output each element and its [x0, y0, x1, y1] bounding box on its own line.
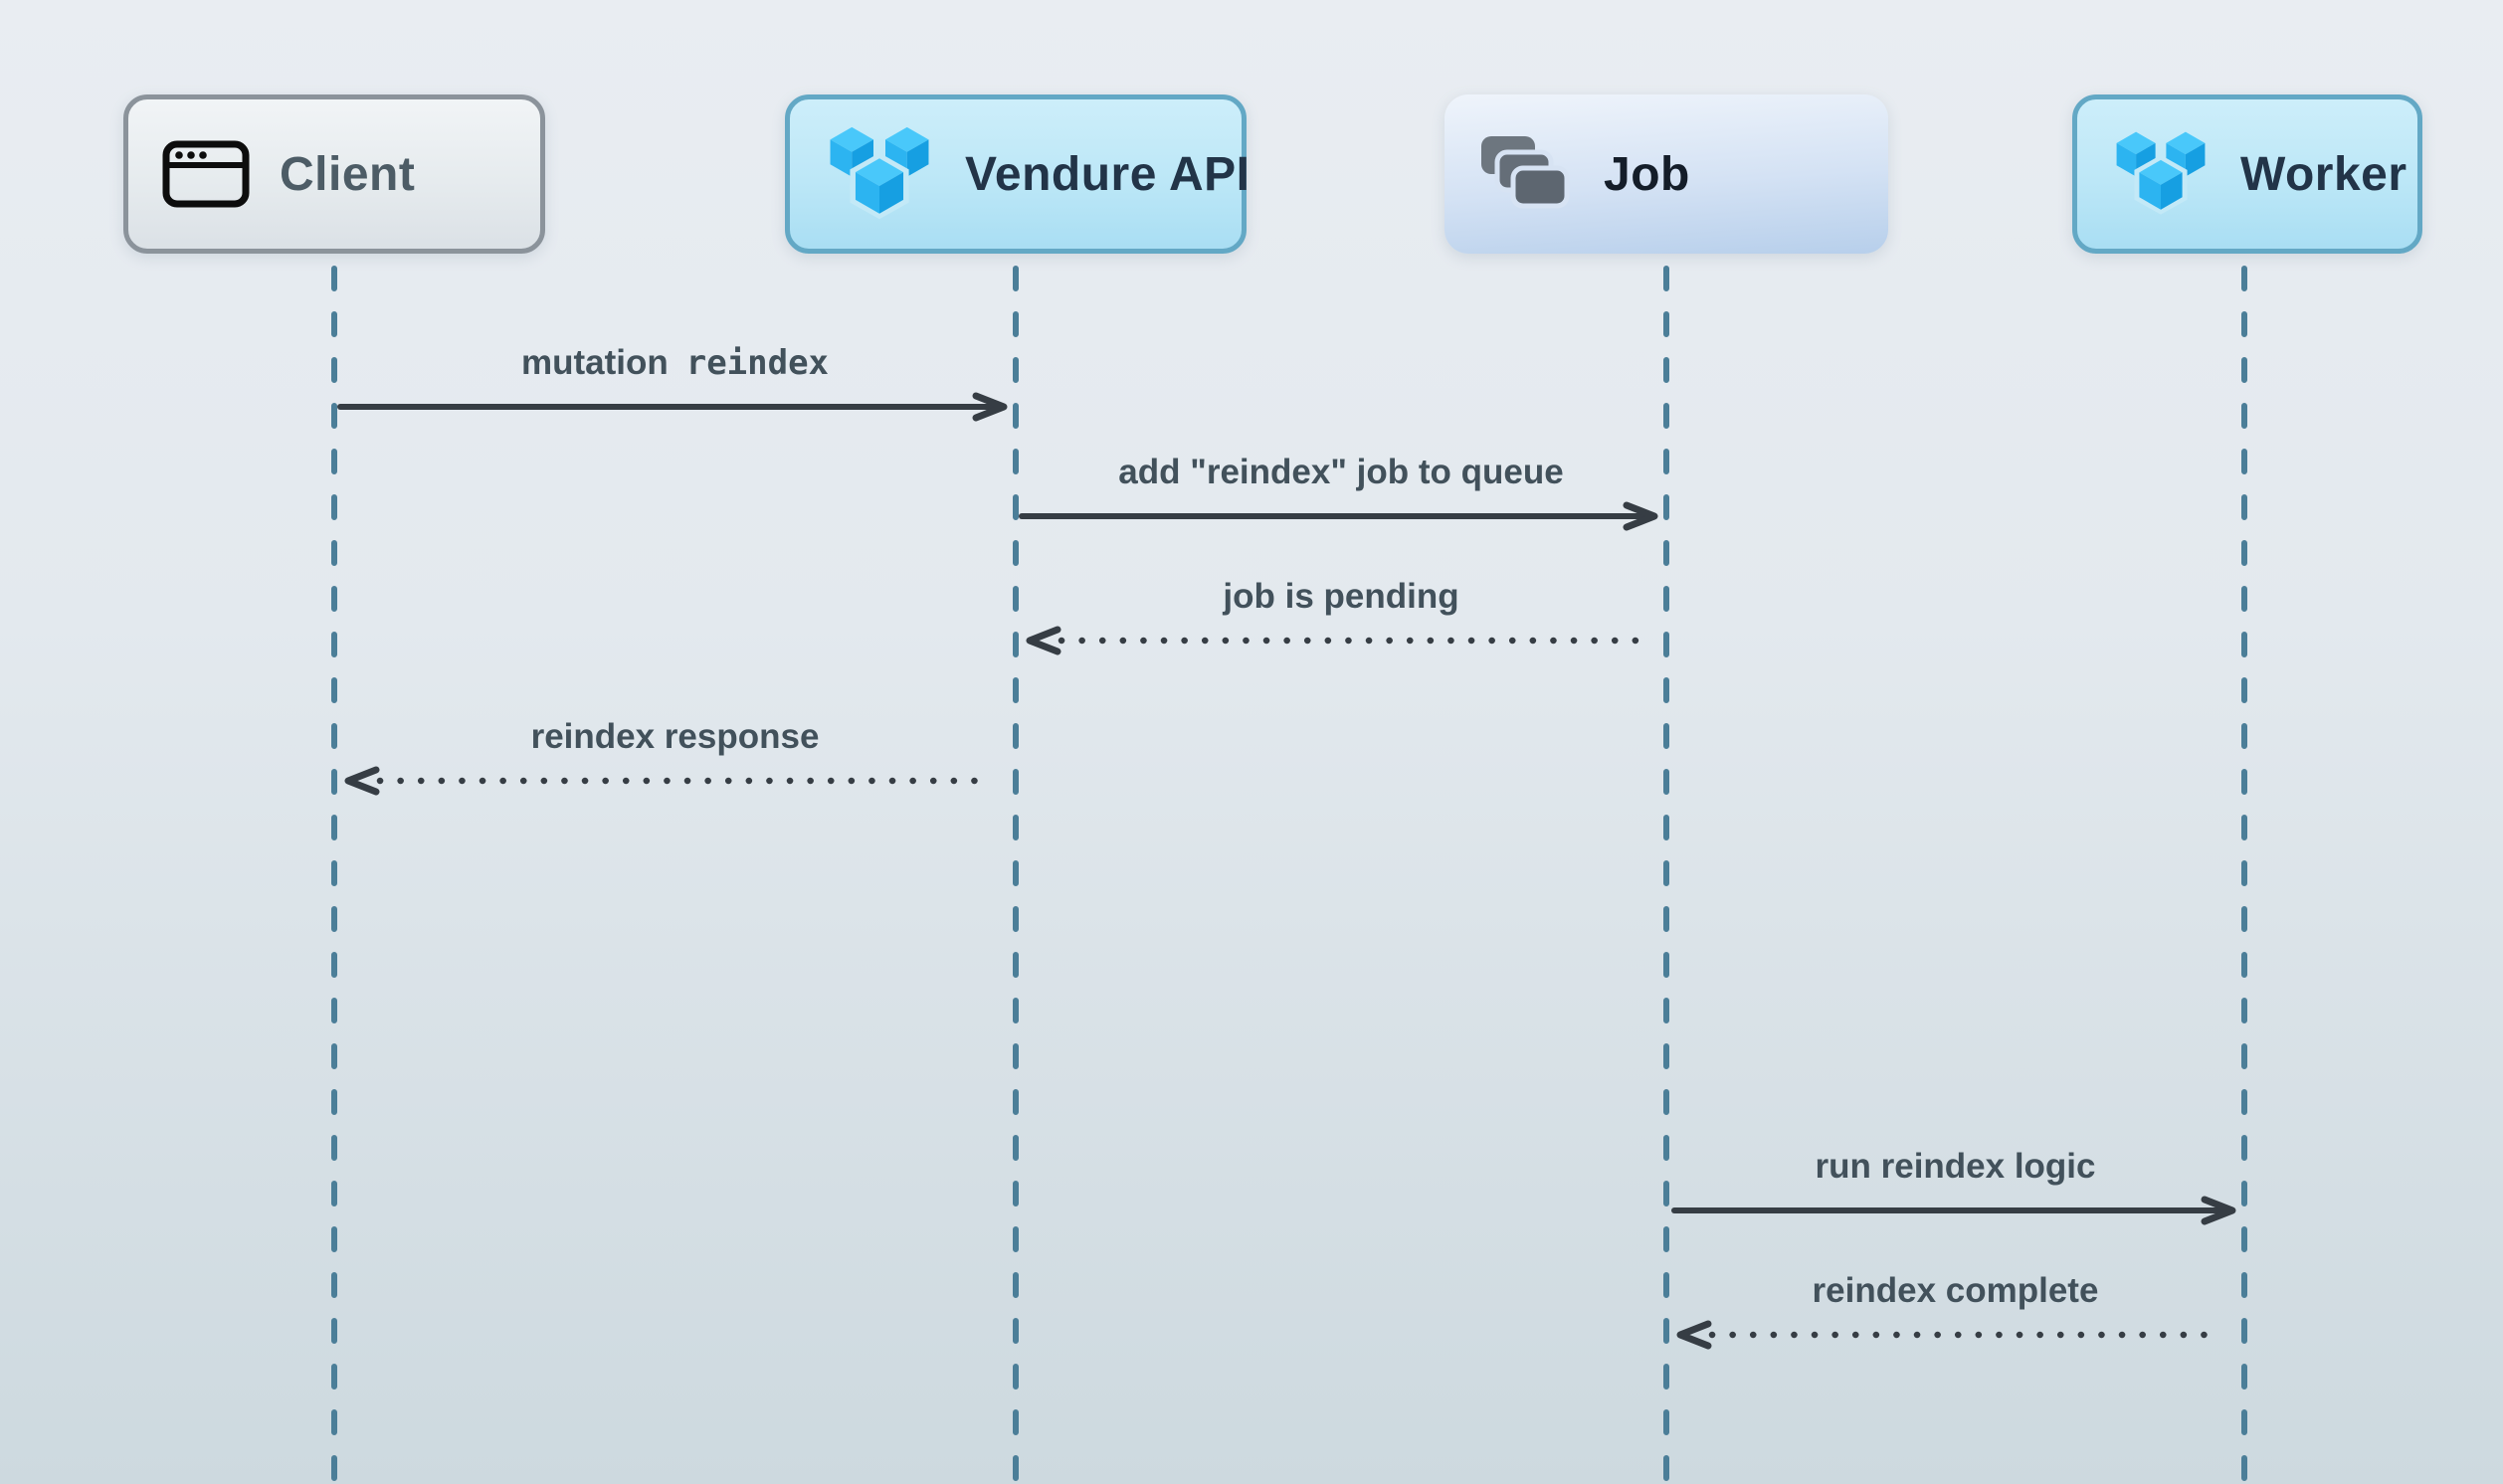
dotted-arrow-left-icon: [1676, 1320, 2226, 1350]
actor-label-worker: Worker: [2240, 147, 2407, 201]
message-reindex-response: reindex response: [334, 715, 1016, 797]
message-job-is-pending: job is pending: [1016, 575, 1666, 656]
dotted-arrow-left-icon: [344, 766, 998, 796]
stacked-cards-icon: [1481, 136, 1570, 209]
actor-label-job: Job: [1604, 147, 1690, 201]
actor-label-client: Client: [280, 147, 416, 201]
solid-arrow-right-icon: [1671, 1196, 2236, 1225]
solid-arrow-right-icon: [337, 392, 1008, 422]
actor-box-vendure-api: Vendure API: [785, 94, 1251, 254]
inline-code: reindex: [685, 343, 830, 383]
message-label: reindex complete: [1812, 1271, 2099, 1310]
message-add-job-to-queue: add "reindex" job to queue: [1016, 451, 1666, 532]
actor-label-vendure-api: Vendure API: [965, 147, 1251, 201]
actor-box-worker: Worker: [2072, 94, 2422, 254]
message-label: run reindex logic: [1815, 1147, 2096, 1186]
message-label: add "reindex" job to queue: [1118, 453, 1564, 491]
message-label: job is pending: [1223, 577, 1459, 616]
vendure-logo-icon: [2116, 131, 2206, 215]
actor-box-job: Job: [1444, 94, 1888, 254]
message-reindex-complete: reindex complete: [1666, 1269, 2244, 1351]
dotted-arrow-left-icon: [1026, 626, 1648, 655]
message-label: reindex response: [530, 717, 820, 756]
solid-arrow-right-icon: [1019, 501, 1658, 531]
message-run-reindex-logic: run reindex logic: [1666, 1145, 2244, 1226]
vendure-logo-icon: [830, 126, 929, 220]
browser-window-icon: [162, 140, 250, 208]
actor-box-client: Client: [123, 94, 545, 254]
